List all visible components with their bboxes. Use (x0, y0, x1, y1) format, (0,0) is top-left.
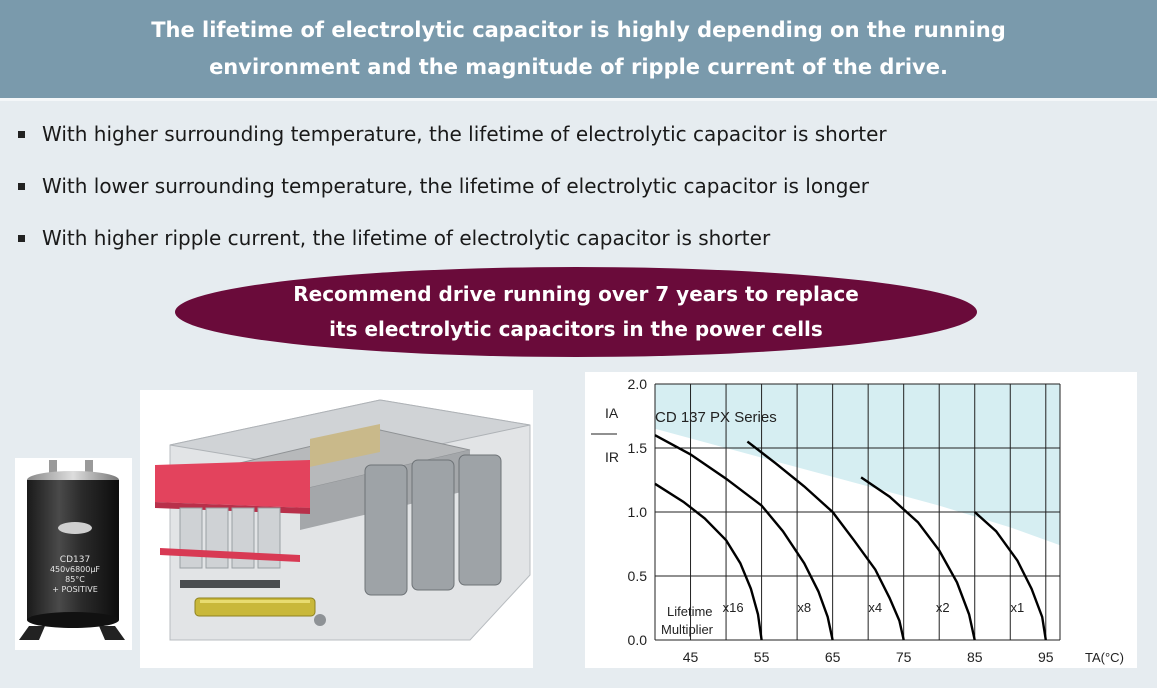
lifetime-curve (860, 476, 976, 641)
multiplier-label: x16 (723, 600, 744, 615)
header-line-2: environment and the magnitude of ripple … (209, 55, 948, 79)
x-tick-label: 55 (754, 649, 770, 665)
recommendation-line-2: its electrolytic capacitors in the power… (329, 317, 823, 341)
y-tick-label: 1.0 (628, 504, 648, 520)
y-tick-label: 2.0 (628, 376, 648, 392)
annotation-line-2: Multiplier (661, 622, 714, 637)
power-cell-photo (140, 390, 533, 668)
recommendation-line-1: Recommend drive running over 7 years to … (293, 282, 859, 306)
multiplier-label: x4 (868, 600, 882, 615)
bullet-text: With higher ripple current, the lifetime… (42, 226, 771, 250)
x-tick-label: 75 (896, 649, 912, 665)
capacitor-label-2: 450v6800μF (50, 565, 100, 574)
y-tick-label: 0.0 (628, 632, 648, 648)
bullet-square-icon (18, 182, 25, 190)
header-divider (0, 98, 1157, 101)
recommendation-ellipse: Recommend drive running over 7 years to … (175, 267, 977, 357)
annotation-line-1: Lifetime (667, 604, 713, 619)
bullet-item: With higher ripple current, the lifetime… (14, 212, 887, 264)
capacitor-label-3: 85°C (65, 575, 85, 584)
header-banner: The lifetime of electrolytic capacitor i… (0, 0, 1157, 98)
y-tick-label: 0.5 (628, 568, 648, 584)
bullet-list: With higher surrounding temperature, the… (14, 108, 887, 264)
lifetime-curve (654, 482, 763, 641)
bullet-item: With lower surrounding temperature, the … (14, 160, 887, 212)
lifetime-curve (654, 434, 834, 641)
x-tick-label: 65 (825, 649, 841, 665)
multiplier-label: x1 (1011, 600, 1025, 615)
safe-operating-region (655, 384, 1060, 546)
bullet-text: With lower surrounding temperature, the … (42, 174, 869, 198)
bullet-square-icon (18, 234, 25, 242)
bullet-text: With higher surrounding temperature, the… (42, 122, 887, 146)
bullet-item: With higher surrounding temperature, the… (14, 108, 887, 160)
capacitor-label-4: + POSITIVE (52, 585, 98, 594)
x-tick-label: 85 (967, 649, 983, 665)
lifetime-curve (746, 440, 905, 641)
x-tick-label: 45 (683, 649, 699, 665)
capacitor-illustration: CD137 450v6800μF 85°C + POSITIVE (19, 460, 125, 640)
x-tick-label: 95 (1038, 649, 1054, 665)
multiplier-label: x2 (936, 600, 950, 615)
lifetime-curve (973, 511, 1047, 641)
chart-svg: 0.0 0.5 1.0 1.5 2.0 45 55 65 75 85 95 x16 x8 x4 x2 x1… (591, 376, 1124, 665)
y-label-denominator: IR (605, 449, 619, 465)
capacitor-photo: CD137 450v6800μF 85°C + POSITIVE (15, 458, 132, 650)
bullet-square-icon (18, 130, 25, 138)
capacitor-label-1: CD137 (60, 555, 90, 565)
capacitor-lifetime-chart: 0.0 0.5 1.0 1.5 2.0 45 55 65 75 85 95 x16 x8 x4 x2 x1… (585, 372, 1137, 668)
x-axis-label: TA(°C) (1085, 650, 1124, 665)
y-label-numerator: IA (605, 405, 619, 421)
header-line-1: The lifetime of electrolytic capacitor i… (151, 18, 1006, 42)
power-cell-illustration (155, 399, 531, 641)
chart-title: CD 137 PX Series (655, 409, 777, 426)
y-tick-label: 1.5 (628, 440, 648, 456)
multiplier-label: x8 (797, 600, 811, 615)
